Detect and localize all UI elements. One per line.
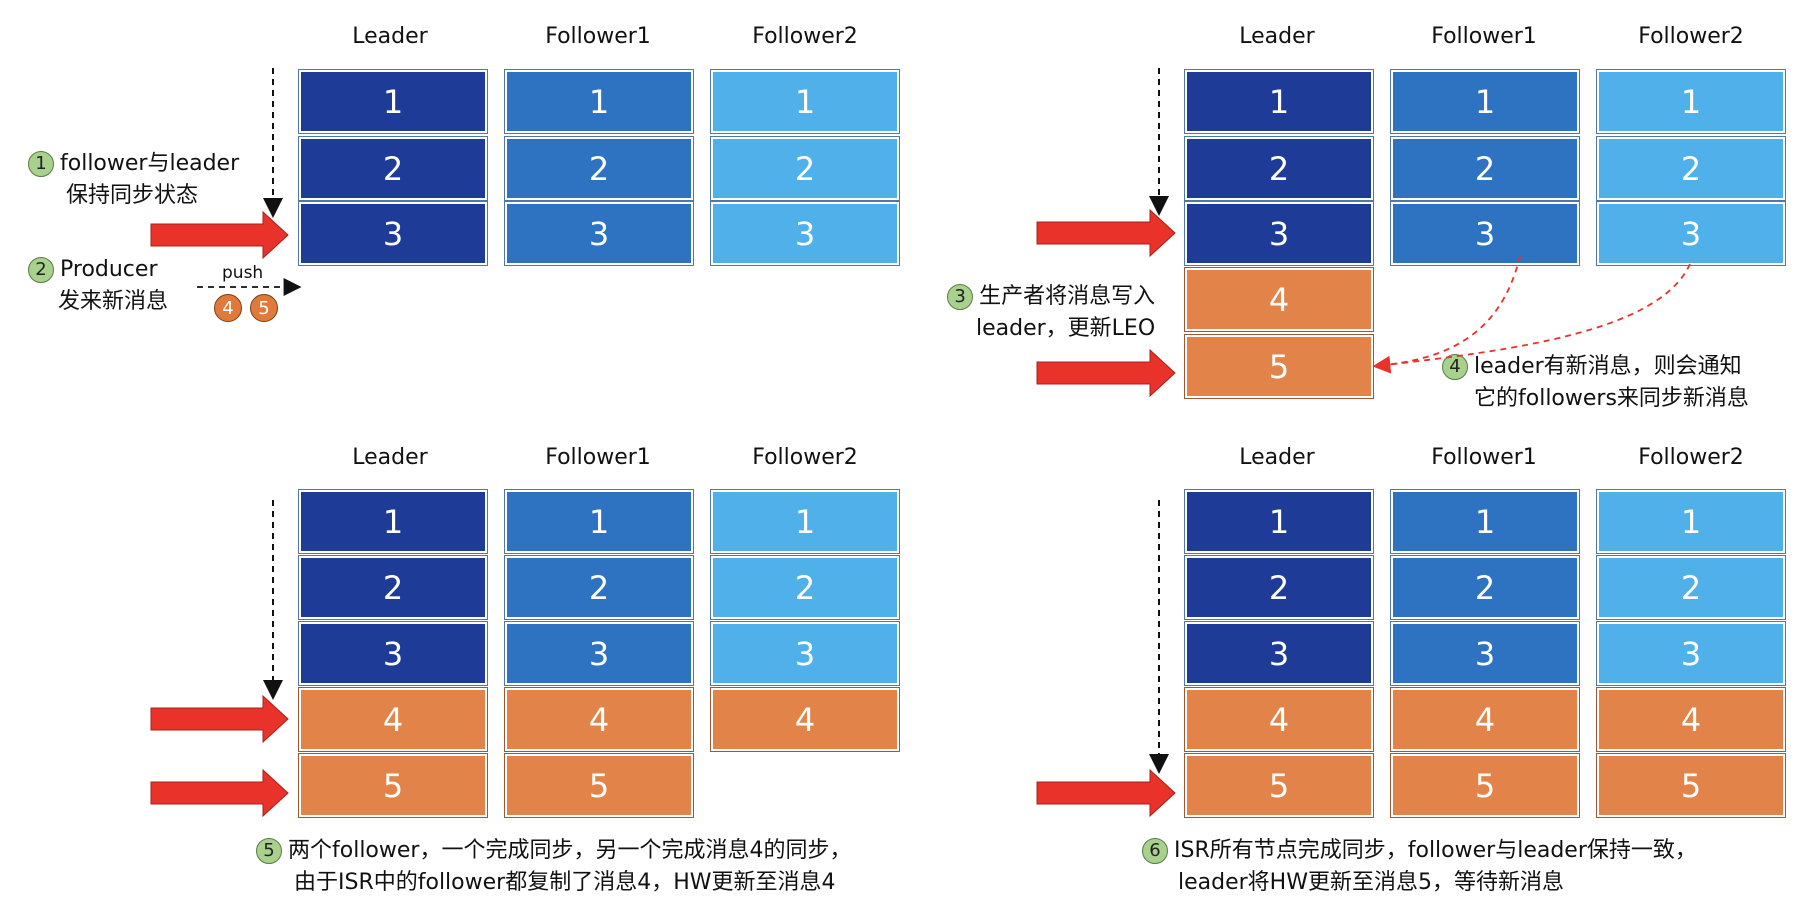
- log-cell: 1: [298, 69, 488, 134]
- log-cell: 3: [298, 621, 488, 686]
- log-cell: 1: [1596, 489, 1786, 554]
- log-cell: 3: [1184, 621, 1374, 686]
- leo-label: LEO: [1081, 363, 1119, 385]
- log-cell: 5: [1390, 753, 1580, 818]
- step-badge: 2: [28, 257, 54, 283]
- log-cell: 2: [504, 555, 694, 620]
- hw-label: HW: [200, 707, 234, 729]
- message-badge: 4: [214, 294, 242, 322]
- log-cell: 2: [298, 136, 488, 201]
- log-cell: 1: [710, 69, 900, 134]
- log-cell: 1: [1184, 489, 1374, 554]
- log-cell: 2: [298, 555, 488, 620]
- log-cell: 2: [710, 555, 900, 620]
- col-label-leader: Leader: [352, 445, 428, 470]
- col-label-follower1: Follower1: [545, 445, 651, 470]
- col-label-leader: Leader: [1239, 24, 1315, 49]
- step-badge: 5: [256, 838, 282, 864]
- note-text: 生产者将消息写入: [979, 284, 1156, 309]
- note-text: 两个follower，一个完成同步，另一个完成消息4的同步，: [288, 838, 852, 863]
- log-cell: 1: [298, 489, 488, 554]
- log-cell: 4: [1184, 687, 1374, 752]
- note-text: follower与leader: [60, 151, 240, 176]
- hw-leo-label: HW LEO: [1050, 781, 1127, 803]
- log-cell: 2: [1184, 136, 1374, 201]
- col-label-follower1: Follower1: [1431, 24, 1537, 49]
- hw-label: HW: [1087, 222, 1121, 244]
- log-cell: 4: [504, 687, 694, 752]
- note-text: leader将HW更新至消息5，等待新消息: [1178, 870, 1564, 895]
- col-label-follower2: Follower2: [752, 24, 858, 49]
- log-cell: 2: [1596, 555, 1786, 620]
- log-cell: 4: [1390, 687, 1580, 752]
- step-badge: 1: [28, 151, 54, 177]
- col-label-leader: Leader: [1239, 445, 1315, 470]
- log-cell: 3: [298, 201, 488, 266]
- step-badge: 4: [1442, 354, 1468, 380]
- note-text: leader，更新LEO: [976, 316, 1156, 341]
- log-cell: 5: [298, 753, 488, 818]
- log-cell: 2: [1184, 555, 1374, 620]
- note-text: leader有新消息，则会通知: [1474, 354, 1742, 379]
- leo-label: LEO: [194, 781, 232, 803]
- log-cell: 2: [710, 136, 900, 201]
- col-label-follower1: Follower1: [545, 24, 651, 49]
- log-cell: 1: [1390, 489, 1580, 554]
- log-cell: 4: [298, 687, 488, 752]
- log-cell: 3: [1596, 201, 1786, 266]
- log-cell: 3: [710, 201, 900, 266]
- log-cell: 5: [504, 753, 694, 818]
- message-badge: 5: [250, 294, 278, 322]
- note-text: 发来新消息: [58, 289, 169, 314]
- log-cell: 3: [1390, 621, 1580, 686]
- note-text: 它的followers来同步新消息: [1474, 386, 1749, 411]
- col-label-follower2: Follower2: [1638, 445, 1744, 470]
- note-text: Producer: [60, 257, 158, 282]
- note-text: ISR所有节点完成同步，follower与leader保持一致，: [1174, 838, 1697, 863]
- log-cell: 1: [1390, 69, 1580, 134]
- log-cell: 3: [504, 201, 694, 266]
- col-label-follower2: Follower2: [752, 445, 858, 470]
- push-label: push: [222, 263, 264, 283]
- col-label-follower1: Follower1: [1431, 445, 1537, 470]
- note-text: 保持同步状态: [66, 183, 199, 208]
- log-cell: 1: [710, 489, 900, 554]
- log-cell: 3: [1596, 621, 1786, 686]
- step-badge: 6: [1142, 838, 1168, 864]
- log-cell: 1: [504, 69, 694, 134]
- note-text: 由于ISR中的follower都复制了消息4，HW更新至消息4: [294, 870, 836, 895]
- log-cell: 4: [1184, 267, 1374, 332]
- log-cell: 5: [1184, 753, 1374, 818]
- log-cell: 3: [1184, 201, 1374, 266]
- log-cell: 5: [1184, 334, 1374, 399]
- log-cell: 3: [504, 621, 694, 686]
- col-label-follower2: Follower2: [1638, 24, 1744, 49]
- log-cell: 2: [1596, 136, 1786, 201]
- col-label-leader: Leader: [352, 24, 428, 49]
- notify-dashed-arrow: [1372, 255, 1521, 374]
- log-cell: 2: [504, 136, 694, 201]
- log-cell: 5: [1596, 753, 1786, 818]
- hw-leo-label: HW LEO: [163, 223, 240, 245]
- log-cell: 1: [1596, 69, 1786, 134]
- log-cell: 3: [710, 621, 900, 686]
- step-badge: 3: [947, 284, 974, 310]
- log-cell: 1: [504, 489, 694, 554]
- log-cell: 1: [1184, 69, 1374, 134]
- log-cell: 2: [1390, 136, 1580, 201]
- log-cell: 2: [1390, 555, 1580, 620]
- log-cell: 4: [710, 687, 900, 752]
- log-cell: 4: [1596, 687, 1786, 752]
- log-cell: 3: [1390, 201, 1580, 266]
